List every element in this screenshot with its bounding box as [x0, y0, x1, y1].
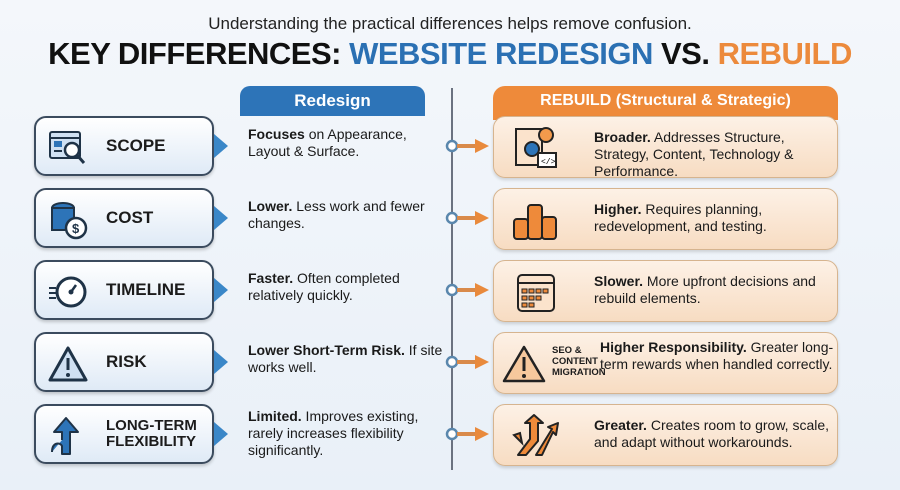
warning-icon — [48, 346, 88, 382]
redesign-description: Lower. Less work and fewer changes. — [248, 198, 425, 231]
category-label: LONG-TERM FLEXIBILITY — [106, 416, 197, 450]
stopwatch-icon — [49, 276, 87, 308]
title-vs: VS. — [652, 36, 718, 71]
connector-arrow-icon — [445, 355, 489, 369]
pointer-arrow — [214, 350, 228, 374]
rebuild-card-risk: SEO & CONTENT MIGRATION Higher Responsib… — [493, 332, 838, 394]
pointer-arrow — [214, 134, 228, 158]
branching-arrows-icon — [512, 414, 559, 456]
blueprint-gears-code-icon: </> — [515, 127, 557, 168]
coin-stacks-icon — [513, 204, 557, 240]
connector-arrow-icon — [445, 211, 489, 225]
pointer-arrow — [214, 278, 228, 302]
category-label: COST — [106, 207, 154, 227]
redesign-description: Faster. Often completed relatively quick… — [248, 270, 400, 303]
connector-arrow-icon — [445, 283, 489, 297]
calendar-icon — [517, 274, 555, 312]
rebuild-description: Higher. Requires planning, redevelopment… — [594, 201, 767, 234]
svg-text:$: $ — [72, 221, 80, 236]
redesign-column-header: Redesign — [240, 86, 425, 116]
redesign-description: Limited. Improves existing, rarely incre… — [248, 408, 419, 458]
subtitle: Understanding the practical differences … — [208, 14, 692, 33]
rebuild-description: Higher Responsibility. Greater long-term… — [600, 339, 834, 372]
category-card-flexibility: LONG-TERM FLEXIBILITY — [34, 404, 214, 464]
category-label: RISK — [106, 351, 147, 371]
category-card-timeline: TIMELINE — [34, 260, 214, 320]
rebuild-card-flexibility: Greater. Creates room to grow, scale, an… — [493, 404, 838, 466]
category-card-scope: SCOPE — [34, 116, 214, 176]
category-label: SCOPE — [106, 135, 166, 155]
seo-migration-tag: SEO & CONTENT MIGRATION — [552, 345, 606, 378]
row-risk: RISK Lower Short-Term Risk. If site work… — [0, 332, 900, 394]
title-rebuild: REBUILD — [717, 36, 853, 71]
rebuild-column-header: REBUILD (Structural & Strategic) — [493, 86, 838, 120]
category-card-cost: $ COST — [34, 188, 214, 248]
title-key: KEY DIFFERENCES: — [48, 36, 350, 71]
row-flexibility: LONG-TERM FLEXIBILITY Limited. Improves … — [0, 404, 900, 466]
browser-search-icon — [49, 131, 86, 164]
category-label: TIMELINE — [106, 279, 186, 299]
connector-arrow-icon — [445, 139, 489, 153]
row-scope: SCOPE Focuses on Appearance, Layout & Su… — [0, 116, 900, 179]
row-timeline: TIMELINE Faster. Often completed relativ… — [0, 260, 900, 322]
rebuild-description: Slower. More upfront decisions and rebui… — [594, 273, 816, 306]
coins-dollar-icon: $ — [51, 202, 88, 240]
row-cost: $ COST Lower. Less work and fewer change… — [0, 188, 900, 250]
pointer-arrow — [214, 206, 228, 230]
title-redesign: WEBSITE REDESIGN — [349, 36, 653, 71]
rebuild-description: Greater. Creates room to grow, scale, an… — [594, 417, 830, 450]
pointer-arrow — [214, 422, 228, 446]
category-card-risk: RISK — [34, 332, 214, 392]
rebuild-description: Broader. Addresses Structure, Strategy, … — [594, 129, 794, 179]
rebuild-card-scope: </> Broader. Addresses Structure, Strate… — [493, 116, 838, 179]
page-title: KEY DIFFERENCES: WEBSITE REDESIGN VS. RE… — [0, 36, 900, 72]
redesign-description: Lower Short-Term Risk. If site works wel… — [248, 342, 443, 375]
warning-icon — [502, 345, 546, 383]
svg-text:</>: </> — [541, 158, 556, 167]
divider-line — [451, 88, 453, 470]
rebuild-card-timeline: Slower. More upfront decisions and rebui… — [493, 260, 838, 322]
redesign-description: Focuses on Appearance, Layout & Surface. — [248, 126, 407, 159]
rebuild-card-cost: Higher. Requires planning, redevelopment… — [493, 188, 838, 250]
up-arrow-icon — [51, 417, 79, 455]
connector-arrow-icon — [445, 427, 489, 441]
